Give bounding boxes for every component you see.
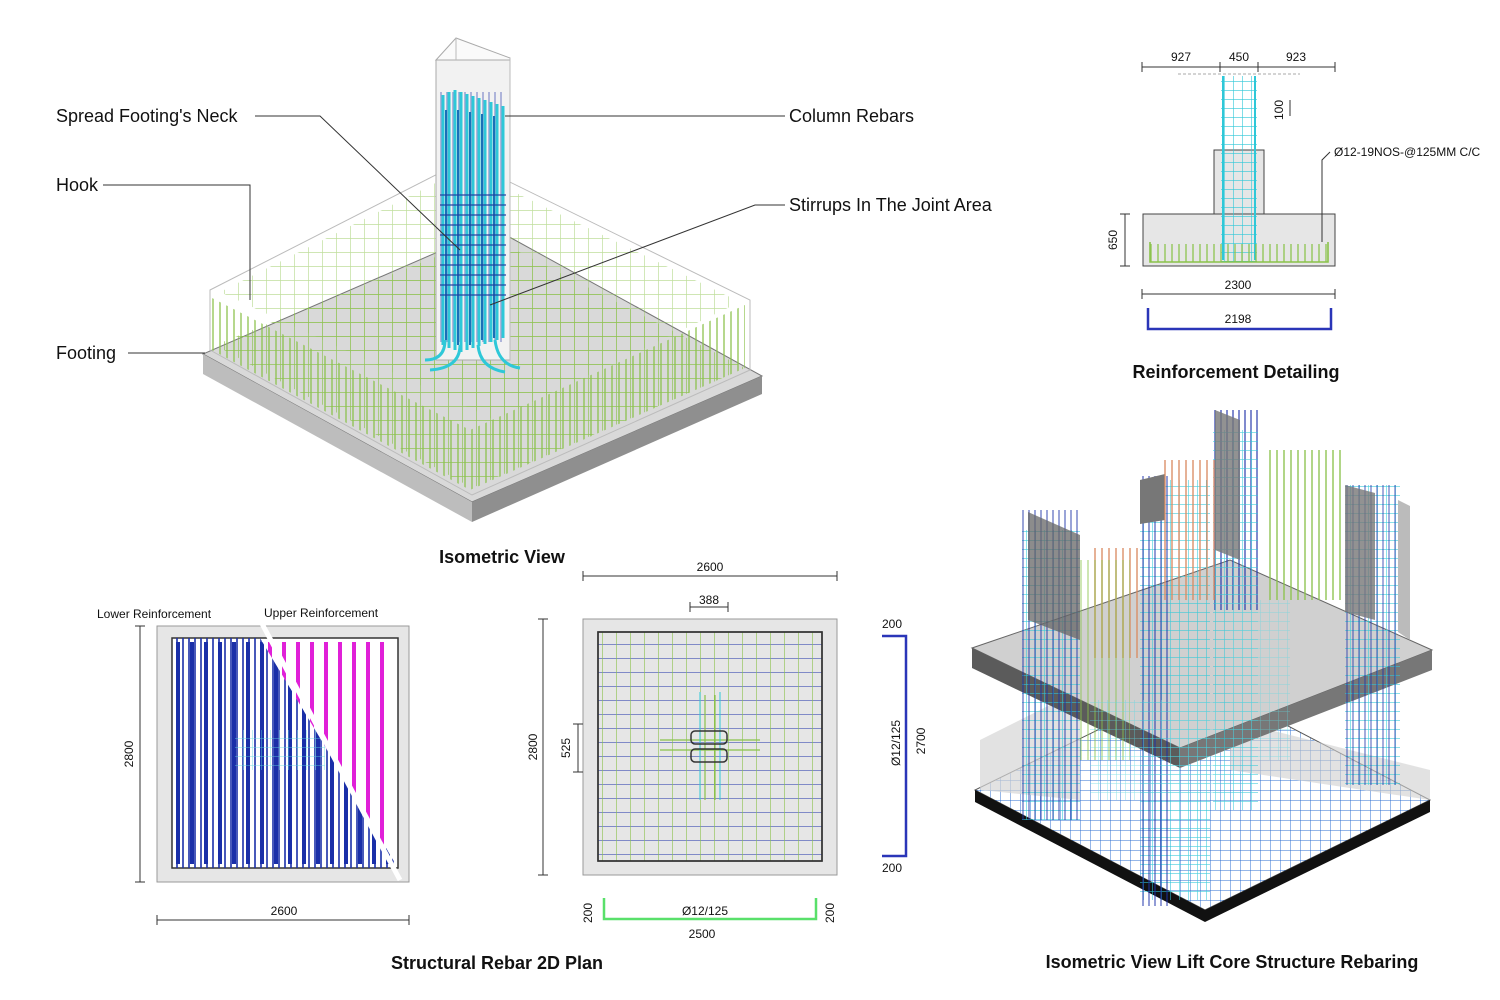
callout-column-rebars: Column Rebars: [789, 106, 914, 126]
callout-stirrups: Stirrups In The Joint Area: [789, 195, 993, 215]
plan-left-width-dim: 2600: [271, 904, 298, 918]
isometric-callout-leaders: [103, 115, 785, 354]
hook-bars-right: [470, 305, 745, 490]
detail-dim-2300: 2300: [1225, 278, 1252, 292]
plan-right-top-200: 200: [882, 617, 902, 631]
isometric-footing-drawing: [201, 37, 764, 522]
plan-right-bar-label: Ø12/125: [889, 720, 903, 766]
isometric-view-title: Isometric View: [439, 547, 566, 567]
lift-core-drawing: [970, 410, 1434, 922]
plan-upper-reinforcement-label: Upper Reinforcement: [264, 606, 379, 620]
plan-mesh-drawing: [538, 571, 908, 921]
lift-core-base-right-face: [1205, 800, 1430, 922]
detail-dim-450: 450: [1229, 50, 1249, 64]
detail-dim-100: 100: [1272, 100, 1286, 120]
detail-dim-927: 927: [1171, 50, 1191, 64]
reinforcement-detailing-title: Reinforcement Detailing: [1132, 362, 1339, 382]
detail-dim-2198: 2198: [1225, 312, 1252, 326]
detail-rebar-note: Ø12-19NOS-@125MM C/C: [1334, 145, 1481, 159]
plan-lower-reinforcement-label: Lower Reinforcement: [97, 607, 212, 621]
column-top: [434, 37, 511, 61]
plan-mid-width-dim: 2600: [697, 560, 724, 574]
callout-hook: Hook: [56, 175, 99, 195]
footing-slab-left-face: [203, 354, 472, 522]
callout-footing: Footing: [56, 343, 116, 363]
rebar-plan-title: Structural Rebar 2D Plan: [391, 953, 603, 973]
plan-bottom-left-200: 200: [581, 903, 595, 923]
plan-mid-spacing-dim: 388: [699, 593, 719, 607]
reinforcement-detailing-drawing: [1120, 62, 1336, 331]
detail-bar-shape-2198: [1146, 308, 1333, 331]
plan-mid-525-dim: 525: [559, 738, 573, 758]
plan-right-2700-dim: 2700: [914, 727, 928, 754]
detail-dim-650: 650: [1106, 230, 1120, 250]
column-rebars: [424, 90, 521, 374]
hook-bars-left: [212, 298, 470, 490]
plan-right-bar-shape: [882, 634, 908, 858]
plan-bottom-bar-shape: [602, 898, 818, 921]
lift-core-title: Isometric View Lift Core Structure Rebar…: [1046, 952, 1419, 972]
detail-column-cage: [1221, 76, 1257, 262]
plan-bottom-bar-label: Ø12/125: [682, 904, 728, 918]
plan-right-bottom-200: 200: [882, 861, 902, 875]
plan-bottom-right-200: 200: [823, 903, 837, 923]
callout-spread-footing-neck: Spread Footing's Neck: [56, 106, 239, 126]
plan-mid-height-dim: 2800: [526, 733, 540, 760]
plan-bottom-2500-dim: 2500: [689, 927, 716, 941]
plan-left-height-dim: 2800: [122, 740, 136, 767]
footing-slab-right-face: [472, 376, 762, 522]
detail-dim-923: 923: [1286, 50, 1306, 64]
plan-lower-upper-drawing: [135, 618, 410, 925]
